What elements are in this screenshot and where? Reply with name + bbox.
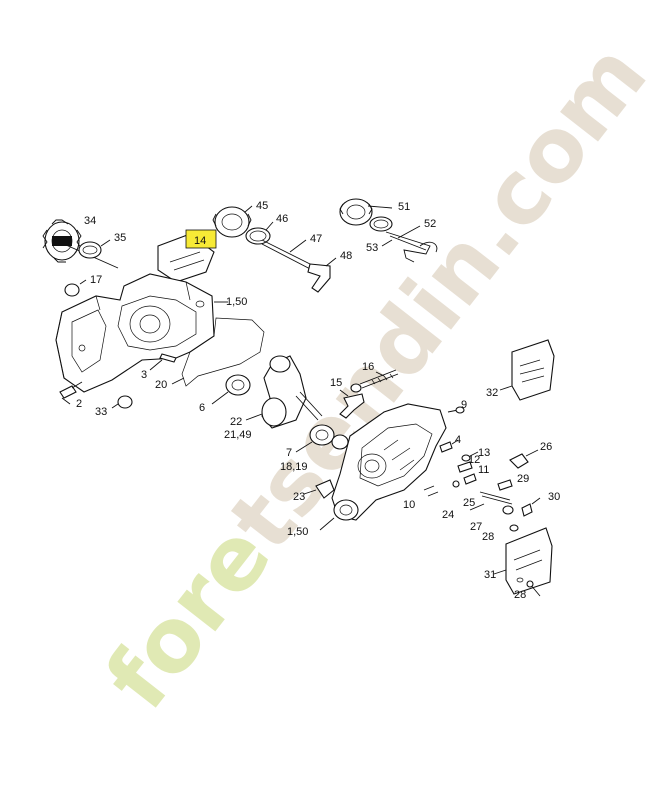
highlight-box-14	[185, 229, 217, 249]
label-34: 34	[84, 215, 96, 227]
label-6: 6	[199, 402, 205, 414]
part-34-fan-hub	[42, 219, 119, 269]
part-28-screw-a	[509, 524, 519, 532]
label-18-19: 18,19	[280, 461, 308, 473]
part-4-13-12-11-fittings	[423, 439, 479, 497]
part-26-hose	[509, 449, 539, 469]
label-28-bottom: 28	[514, 589, 526, 601]
label-51: 51	[398, 201, 410, 213]
label-25: 25	[463, 497, 475, 509]
label-7: 7	[286, 447, 292, 459]
part-45-drum	[212, 205, 253, 238]
label-35: 35	[114, 232, 126, 244]
part-15-oil-hose	[339, 389, 365, 419]
part-46-ring	[245, 221, 274, 245]
label-33: 33	[95, 406, 107, 418]
label-15: 15	[330, 377, 342, 389]
part-7-bearing	[295, 424, 349, 453]
label-45: 45	[256, 200, 268, 212]
label-13: 13	[478, 447, 490, 459]
label-53: 53	[366, 242, 378, 254]
label-2: 2	[76, 398, 82, 410]
part-30-cap	[521, 497, 541, 517]
label-23: 23	[293, 491, 305, 503]
part-2-screw	[59, 381, 83, 405]
part-33-plug	[111, 395, 133, 409]
label-27: 27	[470, 521, 482, 533]
part-31-guide-plate	[493, 527, 553, 595]
right-crankcase-housing	[319, 403, 447, 531]
label-3: 3	[141, 369, 147, 381]
label-48: 48	[340, 250, 352, 262]
label-20: 20	[155, 379, 167, 391]
part-22-crankshaft	[245, 355, 323, 429]
label-21-49: 21,49	[224, 429, 252, 441]
part-51-drum	[339, 198, 393, 232]
part-32-chain-plate	[499, 339, 555, 401]
part-14-cover-plate	[157, 229, 217, 283]
label-22: 22	[230, 416, 242, 428]
part-35-ring	[78, 239, 111, 259]
label-9: 9	[461, 399, 467, 411]
part-47-48-rod	[261, 239, 337, 293]
part-6-bearing	[211, 374, 251, 405]
label-47: 47	[310, 233, 322, 245]
label-26: 26	[540, 441, 552, 453]
part-20-gasket	[171, 317, 265, 387]
label-4: 4	[455, 434, 461, 446]
label-14: 14	[194, 235, 206, 247]
part-9-screw	[447, 406, 465, 414]
part-16-spindle	[350, 369, 399, 393]
label-46: 46	[276, 213, 288, 225]
label-28-top: 28	[482, 531, 494, 543]
label-1-50-right: 1,50	[287, 526, 308, 538]
label-1-50-left: 1,50	[226, 296, 247, 308]
label-30: 30	[548, 491, 560, 503]
label-11: 11	[478, 464, 489, 476]
part-28-screw-b	[526, 580, 541, 597]
part-29-pin	[497, 479, 513, 491]
part-52-53-lever	[381, 225, 438, 263]
label-12: 12	[468, 454, 480, 466]
part-3-pin	[149, 353, 177, 371]
label-24: 24	[442, 509, 454, 521]
part-24-25-27-adjuster	[469, 491, 514, 515]
part-23-bracket	[303, 479, 335, 499]
part-17-plug	[64, 279, 87, 297]
label-52: 52	[424, 218, 436, 230]
svg-text:foretsendin.com: foretsendin.com	[85, 25, 652, 728]
label-17: 17	[90, 274, 102, 286]
label-32: 32	[486, 387, 498, 399]
label-29: 29	[517, 473, 529, 485]
label-10: 10	[403, 499, 415, 511]
label-31: 31	[484, 569, 496, 581]
watermark: foretsendin.com	[85, 25, 652, 728]
label-16: 16	[362, 361, 374, 373]
